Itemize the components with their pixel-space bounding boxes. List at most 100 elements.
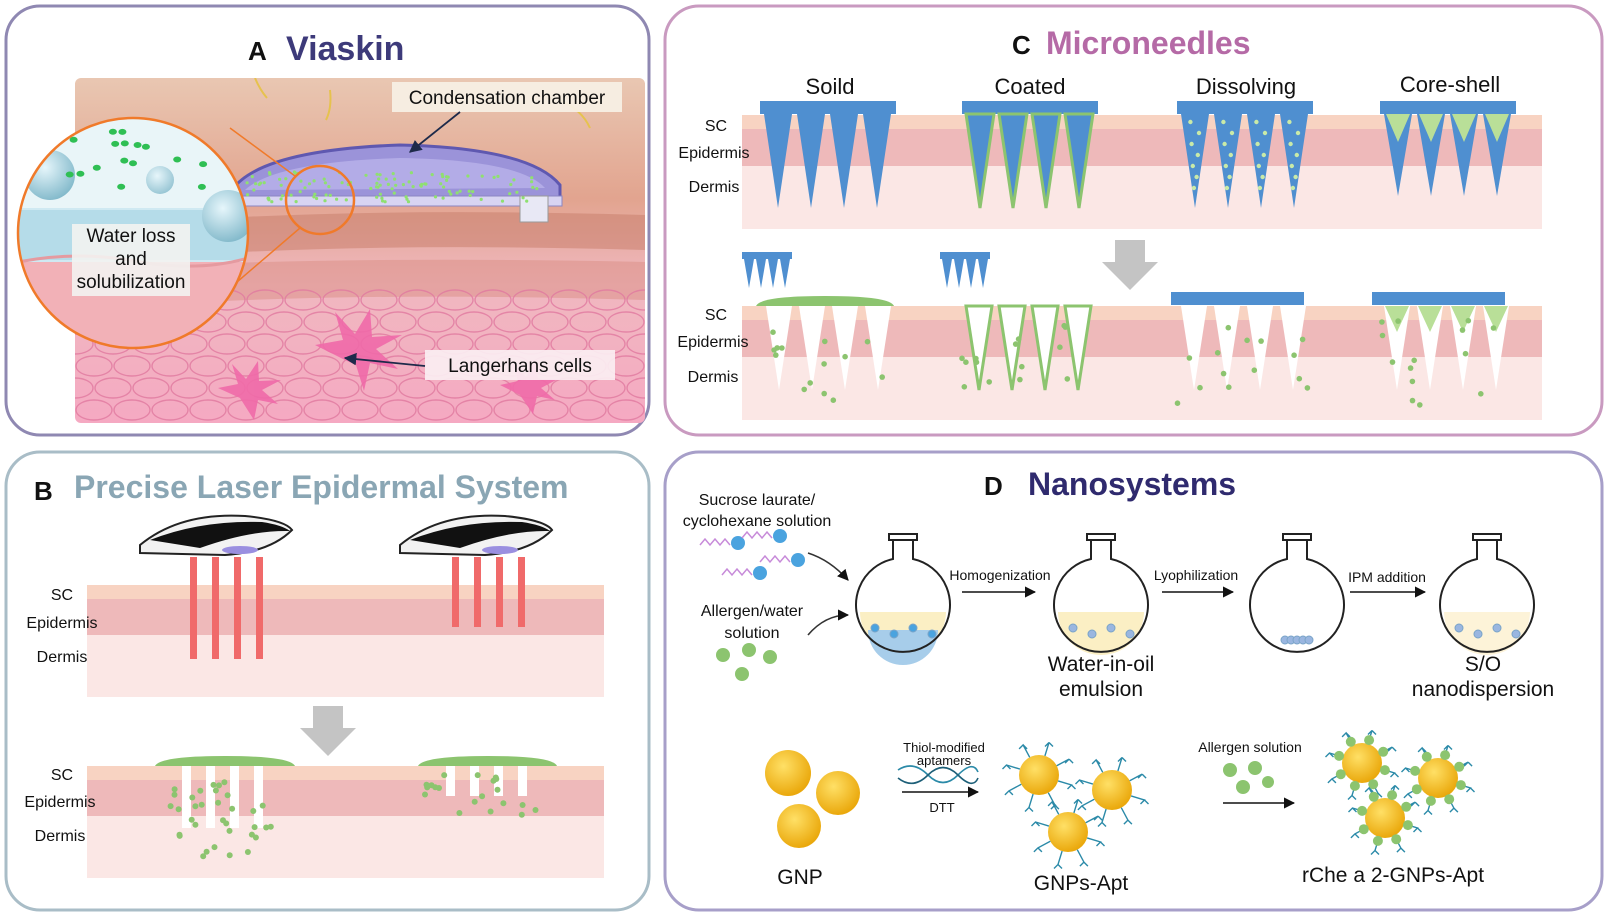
nanoparticle <box>1454 623 1464 633</box>
allergen-particle <box>1226 384 1232 391</box>
aptamer-strand <box>1033 840 1051 853</box>
c-type-coated: Coated <box>995 74 1066 99</box>
skin-cell <box>493 399 531 421</box>
allergen-solution-dots <box>1223 761 1274 794</box>
skin-cell <box>265 399 303 421</box>
allergen-particle <box>439 182 443 186</box>
surfactant-tail <box>759 554 791 564</box>
allergen-particle <box>1294 152 1300 158</box>
allergen-particle <box>245 193 250 197</box>
allergen-particle <box>466 174 470 178</box>
microneedle <box>797 114 825 208</box>
laser-beam <box>518 557 525 627</box>
allergen-particle <box>521 196 525 200</box>
allergen-particle <box>1295 130 1301 136</box>
callout-water-line1: Water loss <box>86 226 175 247</box>
allergen-particle <box>245 181 249 185</box>
aptamer-strand <box>1053 850 1063 869</box>
allergen-particle <box>340 181 344 185</box>
d-thiol-line2: aptamers <box>917 753 972 768</box>
laser-device-left <box>139 514 294 557</box>
flask-neck-rim <box>1086 533 1116 541</box>
allergen-particle <box>324 193 328 197</box>
allergen-particle <box>405 197 409 201</box>
allergen-particle <box>422 791 428 798</box>
allergen-particle <box>176 831 183 838</box>
laser-beam <box>212 557 219 659</box>
allergen-particle <box>471 190 475 194</box>
allergen-particle <box>1409 378 1416 385</box>
panel-a-letter: A <box>248 36 267 66</box>
laser-device-right <box>399 514 554 557</box>
round-bottom-flask <box>1249 533 1345 653</box>
skin-cell <box>455 311 493 333</box>
aptamer-strand <box>1044 742 1054 757</box>
panel-d: D Nanosystems Sucrose laurate/ cyclohexa… <box>683 466 1554 895</box>
aptamer-strand <box>1056 758 1074 767</box>
microneedle <box>756 259 766 288</box>
allergen-particle <box>118 128 127 135</box>
allergen-particle <box>76 170 85 177</box>
aptamer-strand <box>1097 808 1107 827</box>
c-type-coreshell: Core-shell <box>1400 72 1500 97</box>
skin-cell <box>113 355 151 377</box>
allergen-particle <box>1197 384 1203 391</box>
allergen-particle <box>1015 336 1022 342</box>
aptamer-strand <box>1117 757 1127 772</box>
skin-cell <box>189 355 227 377</box>
allergen-particle <box>496 174 500 178</box>
c-top-epidermis-label: Epidermis <box>678 145 749 162</box>
allergen-particle <box>380 196 384 200</box>
gold-nanoparticle <box>1092 770 1132 810</box>
allergen-particle <box>1454 761 1465 772</box>
allergen-particle <box>1358 824 1369 835</box>
skin-cell <box>474 289 512 311</box>
callout-langerhans: Langerhans cells <box>448 356 592 377</box>
microneedle <box>1280 114 1308 208</box>
microneedle <box>830 114 858 208</box>
aptamer-strand <box>1075 779 1094 785</box>
d-emulsion-line2: emulsion <box>1059 678 1143 701</box>
allergen-particle <box>252 834 259 841</box>
allergen-particle <box>490 777 497 784</box>
allergen-particle <box>406 200 411 204</box>
allergen-particle <box>500 800 507 807</box>
skin-cell <box>436 289 474 311</box>
skin-cell <box>227 355 265 377</box>
c-bottom-epidermis-label: Epidermis <box>677 334 748 351</box>
microneedle <box>1417 114 1445 196</box>
dna-helix-icon <box>897 765 979 785</box>
allergen-particle <box>299 179 303 183</box>
skin-cell <box>303 355 341 377</box>
surfactant-tail <box>721 567 753 577</box>
allergen-particle <box>250 175 254 179</box>
allergen-particle <box>1379 319 1385 325</box>
allergen-particle <box>120 157 129 164</box>
skin-cell <box>189 399 227 421</box>
skin-cell <box>607 399 645 421</box>
allergen-particle <box>492 175 496 179</box>
allergen-particle <box>1372 835 1383 846</box>
allergen-particle <box>328 193 332 197</box>
allergen-particle <box>1228 152 1234 158</box>
allergen-particle <box>436 785 442 791</box>
allergen-particle <box>515 190 519 194</box>
allergen-particle <box>1395 318 1401 324</box>
allergen-particle <box>108 128 117 135</box>
allergen-particle <box>313 192 317 196</box>
skin-cell <box>379 311 417 333</box>
allergen-particle <box>323 199 327 203</box>
microneedle-base <box>760 101 896 114</box>
microneedle <box>964 112 996 209</box>
allergen-particle <box>430 173 434 177</box>
nanoparticle <box>1511 629 1521 639</box>
allergen-particle <box>1462 350 1469 357</box>
allergen-particle <box>1345 736 1356 747</box>
allergen-particle <box>428 782 435 789</box>
micropore <box>230 766 239 828</box>
skin-cell <box>322 377 360 399</box>
skin-cell <box>75 377 94 399</box>
aptamer-strand <box>1018 743 1031 758</box>
aptamer-strand <box>1091 758 1104 773</box>
allergen-particle <box>1411 784 1422 795</box>
